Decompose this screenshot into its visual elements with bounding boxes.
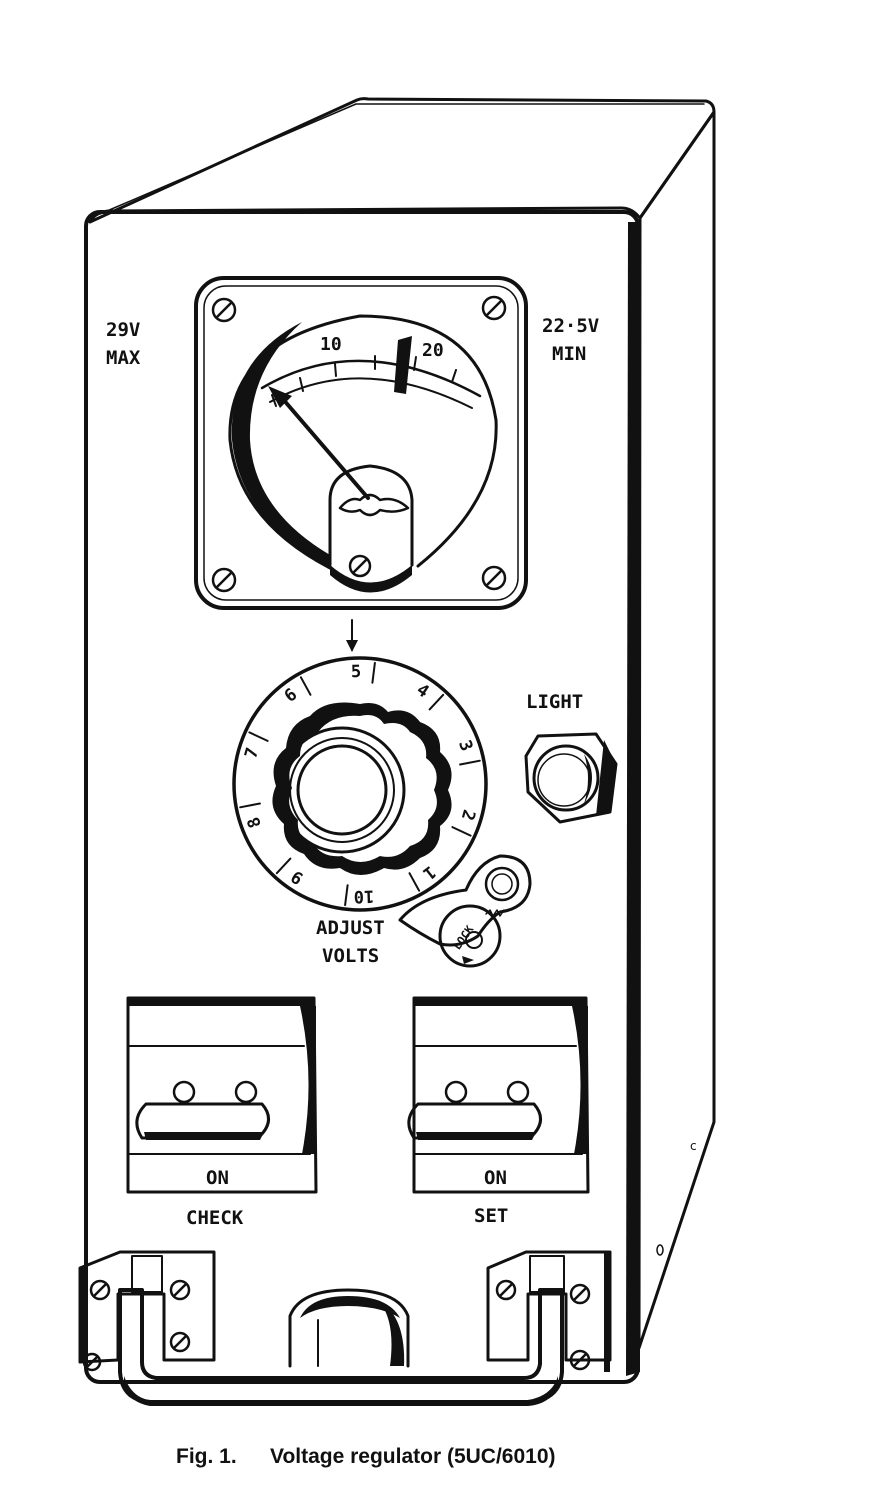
dial-lock[interactable]: LOCK	[398, 854, 532, 968]
figure-number: Fig. 1.	[176, 1445, 237, 1468]
meter-needle	[280, 396, 370, 500]
volts-label: VOLTS	[322, 945, 379, 967]
dial-number: 4	[413, 680, 433, 702]
dial-number: 6	[281, 685, 301, 707]
voltmeter: 10 20	[194, 276, 528, 610]
check-on-label: ON	[206, 1167, 229, 1189]
dial-number: 2	[457, 807, 479, 822]
max-label: MAX	[106, 347, 141, 369]
dial-tick	[371, 661, 376, 684]
bracket-screw-icon	[169, 1279, 191, 1301]
light-lamp[interactable]	[524, 732, 618, 824]
bracket-screw-icon	[569, 1349, 591, 1371]
check-switch[interactable]: ON	[126, 996, 318, 1194]
bracket-screw-icon	[89, 1279, 111, 1301]
dial-number: 8	[244, 814, 266, 830]
set-switch[interactable]: ON	[407, 996, 590, 1194]
check-label: CHECK	[186, 1207, 244, 1229]
right-handle-bracket	[486, 1250, 612, 1372]
adjust-label: ADJUST	[316, 917, 385, 939]
dial-tick	[299, 676, 312, 696]
max-voltage-label: 29V	[106, 319, 140, 341]
dial-tick	[408, 872, 421, 892]
dial-tick	[459, 759, 481, 766]
center-grip[interactable]	[288, 1288, 410, 1368]
bracket-screw-icon	[82, 1352, 102, 1372]
meter-screw-icon	[348, 554, 372, 578]
meter-bezel	[194, 276, 528, 610]
adjust-volts-dial[interactable]	[232, 619, 488, 912]
dial-tick	[248, 731, 269, 742]
meter-screw-icon	[211, 567, 237, 593]
dial-number: 5	[351, 662, 362, 682]
dial-number: 10	[353, 886, 374, 907]
meter-screw-icon	[481, 295, 507, 321]
min-label: MIN	[552, 343, 586, 365]
meter-scale-label: 10	[320, 334, 342, 355]
meter-scale-label: 20	[422, 340, 444, 361]
carry-handle[interactable]	[118, 1288, 564, 1406]
dial-number: 1	[419, 861, 439, 883]
left-handle-bracket	[78, 1250, 216, 1372]
dial-tick	[344, 884, 349, 907]
case-body: c	[84, 97, 716, 1384]
dial-number: 3	[454, 737, 476, 753]
set-on-label: ON	[484, 1167, 507, 1189]
dial-number: 7	[241, 745, 263, 760]
svg-text:c: c	[690, 1139, 697, 1153]
dial-tick	[451, 826, 472, 837]
bracket-screw-icon	[169, 1331, 191, 1353]
dial-number: 9	[288, 866, 308, 888]
dial-tick	[428, 693, 445, 711]
dial-tick	[275, 857, 292, 875]
dial-tick	[239, 802, 261, 809]
meter-screw-icon	[481, 565, 507, 591]
light-label: LIGHT	[526, 691, 583, 713]
figure-caption: Voltage regulator (5UC/6010)	[270, 1445, 556, 1468]
meter-screw-icon	[211, 297, 237, 323]
min-voltage-label: 22·5V	[542, 315, 599, 337]
bracket-screw-icon	[569, 1283, 591, 1305]
set-label: SET	[474, 1205, 508, 1227]
bracket-screw-icon	[495, 1279, 517, 1301]
